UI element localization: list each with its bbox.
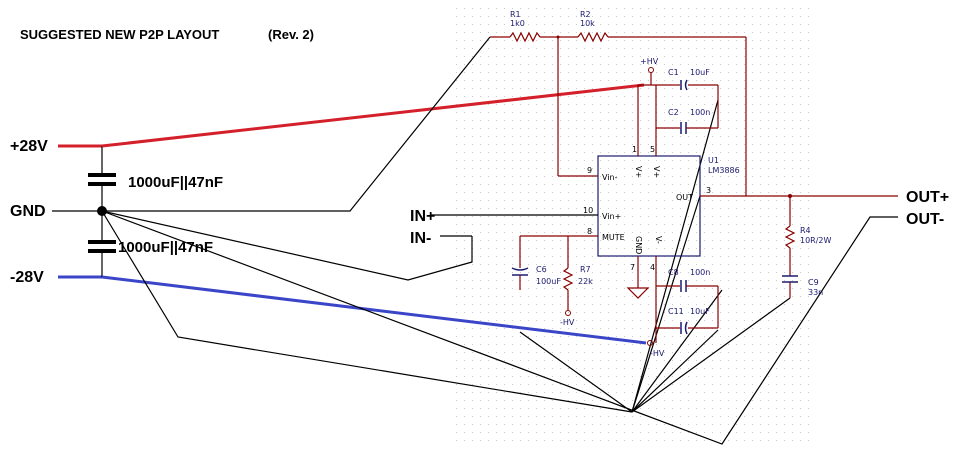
c11-plate-2	[684, 321, 688, 335]
pin-vplus2-label: V+	[652, 166, 661, 178]
pin-7-number: 7	[630, 263, 635, 272]
c6-plate-1	[511, 267, 529, 271]
r1-value: 1k0	[510, 19, 525, 28]
neg-rail-label: -28V	[10, 269, 44, 286]
c1-ref: C1	[668, 68, 679, 77]
pos-rail-label: +28V	[10, 138, 48, 155]
pin-1-number: 1	[632, 145, 637, 154]
gnd-to-c8	[631, 289, 723, 413]
r4-value: 10R/2W	[800, 236, 832, 245]
c1-plate-2	[684, 79, 688, 91]
pin-vminus-label: V-	[654, 236, 663, 244]
r4-symbol	[784, 225, 796, 249]
gnd-star-output	[101, 210, 898, 445]
c8-value: 100n	[690, 268, 710, 277]
gnd-star-node	[101, 210, 633, 413]
hv-neg-terminal	[647, 340, 653, 346]
pin-8-number: 8	[587, 227, 592, 236]
r1-ref: R1	[510, 10, 521, 19]
r7-value: 22k	[578, 277, 593, 286]
u1-ref: U1	[708, 156, 719, 165]
c2-ref: C2	[668, 108, 679, 117]
pin-out-label: OUT	[676, 193, 693, 202]
r4-ref: R4	[800, 226, 811, 235]
u1-body	[597, 155, 701, 257]
pin-10-number: 10	[583, 206, 593, 215]
gnd-rail-label: GND	[10, 203, 46, 220]
c9-value: 33n	[808, 288, 823, 297]
schematic-grid	[452, 4, 812, 444]
neg-supply-route	[101, 275, 647, 345]
gnd-star-feedback	[102, 36, 491, 212]
hv-pos-label: +HV	[640, 57, 659, 66]
gnd-to-u1	[631, 195, 701, 413]
c9-ref: C9	[808, 278, 819, 287]
gnd-to-c11	[631, 329, 719, 413]
r2-symbol	[577, 31, 609, 43]
c8-ref: C8	[668, 268, 679, 277]
out-plus-label: OUT+	[906, 189, 949, 206]
r7-symbol	[562, 267, 574, 291]
pin-vin-plus-label: Vin+	[602, 212, 621, 221]
pin-mute-label: MUTE	[602, 233, 625, 242]
pin-5-number: 5	[650, 145, 655, 154]
r1-symbol	[509, 31, 541, 43]
pin-4-number: 4	[650, 263, 655, 272]
c1-value: 10uF	[690, 68, 710, 77]
u1-value: LM3886	[708, 166, 740, 175]
pin-vin-minus-label: Vin-	[602, 173, 618, 182]
in-minus-label: IN-	[410, 230, 431, 247]
page-title: SUGGESTED NEW P2P LAYOUT	[20, 27, 219, 42]
pin-9-number: 9	[587, 166, 592, 175]
r2-ref: R2	[580, 10, 591, 19]
hv-neg-label-2: -HV	[650, 349, 665, 358]
pos-supply-route	[101, 83, 645, 148]
r2-value: 10k	[580, 19, 595, 28]
in-plus-label: IN+	[410, 208, 435, 225]
gnd-star-input	[101, 210, 473, 281]
pin-vplus1-label: V+	[634, 166, 643, 178]
revision-label: (Rev. 2)	[268, 27, 314, 42]
c11-ref: C11	[668, 307, 684, 316]
pin-gnd-label: GND	[634, 236, 643, 254]
r7-ref: R7	[580, 265, 591, 274]
gnd-to-c9	[631, 297, 791, 413]
out-minus-label: OUT-	[906, 211, 944, 228]
c11-value: 10uF	[690, 307, 710, 316]
feedback-node	[556, 35, 560, 39]
hv-neg-label-1: -HV	[560, 318, 575, 327]
c6-ref: C6	[536, 265, 547, 274]
gnd-to-c6	[519, 331, 633, 413]
ground-symbol	[626, 287, 650, 299]
r7-hv-terminal	[565, 310, 571, 316]
c2-value: 100n	[690, 108, 710, 117]
c6-value: 100uF	[536, 277, 561, 286]
pin-3-number: 3	[706, 186, 711, 195]
cap-top-label: 1000uF||47nF	[128, 174, 223, 191]
